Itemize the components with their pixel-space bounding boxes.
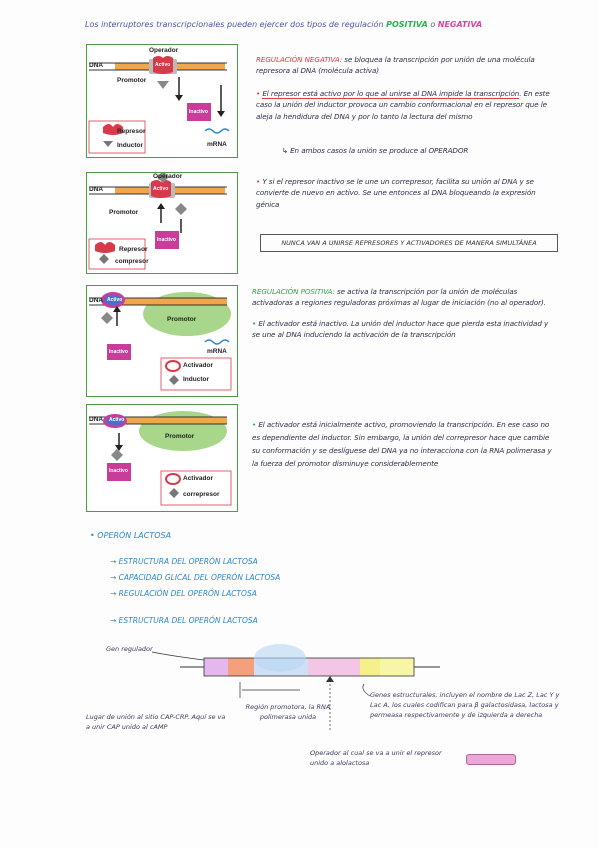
label-inactivo-2: Inactivo bbox=[157, 237, 176, 243]
label-inductor-1: Inductor bbox=[117, 142, 143, 149]
gen-regulador-label: Gen regulador bbox=[106, 645, 153, 653]
label-promotor-2: Promotor bbox=[109, 209, 139, 216]
operador-color-key bbox=[466, 754, 516, 765]
promotor-label: Región promotora, la RNA polimerasa unid… bbox=[245, 703, 331, 721]
warning-box: NUNCA VAN A UNIRSE REPRESORES Y ACTIVADO… bbox=[260, 234, 558, 252]
label-activo-4: Activo bbox=[109, 417, 125, 423]
neg-bullet-2: • Y si el represor inactivo se le une un… bbox=[256, 177, 536, 209]
neg-heading: REGULACIÓN NEGATIVA: bbox=[256, 55, 343, 64]
title-negative: NEGATIVA bbox=[437, 20, 483, 29]
label-mrna-3: mRNA bbox=[207, 348, 227, 355]
label-dna-1: DNA bbox=[89, 62, 104, 69]
label-mrna-1: mRNA bbox=[207, 141, 227, 148]
neg-text: se bloquea la transcripción por unión de… bbox=[256, 55, 535, 76]
label-inactivo-4: Inactivo bbox=[109, 468, 128, 474]
label-inductor-3: Inductor bbox=[183, 376, 209, 383]
label-activo-3: Activo bbox=[107, 297, 123, 303]
genes-label: Genes estructurales, incluyen el nombre … bbox=[370, 691, 560, 719]
diagram-panel-4: DNA Activo Promotor Inactivo Activador c… bbox=[86, 404, 238, 512]
title-conj: o bbox=[430, 20, 436, 29]
operador-label: Operador al cual se va a unir el represo… bbox=[310, 749, 442, 767]
neg-b1-b: . En este caso la unión del inductor pro… bbox=[256, 89, 550, 121]
pos-b1: El activador está inactivo. La unión del… bbox=[252, 319, 549, 340]
diagram-panel-2: Operador DNA Promotor Activo Inactivo Re… bbox=[86, 171, 238, 274]
neg-arrow-note: ↳ En ambos casos la unión se produce al … bbox=[282, 146, 469, 155]
pos-b2: El activador está inicialmente activo, p… bbox=[252, 420, 552, 468]
label-dna-3: DNA bbox=[89, 297, 104, 304]
title-positive: POSITIVA bbox=[386, 20, 428, 29]
label-activador-4: Activador bbox=[183, 475, 213, 482]
lac-title: • OPERÓN LACTOSA bbox=[90, 531, 172, 540]
lac-item-1: → ESTRUCTURA DEL OPERÓN LACTOSA bbox=[110, 557, 258, 566]
lac-item-2: → CAPACIDAD GLICAL DEL OPERÓN LACTOSA bbox=[110, 573, 281, 582]
neg-b1-a: El represor está activo por lo que al un… bbox=[262, 89, 520, 99]
label-represor-2: Represor bbox=[119, 246, 148, 253]
union-label: Lugar de unión al sitio CAP-CRP. Aquí se… bbox=[86, 713, 226, 731]
label-dna-4: DNA bbox=[89, 416, 104, 423]
label-correpresor-4: correpresor bbox=[183, 491, 220, 498]
diagram-panel-3: DNA Activo Promotor Inactivo mRNA Activa… bbox=[86, 285, 238, 397]
lac-item-1-text: ESTRUCTURA DEL OPERÓN LACTOSA bbox=[118, 557, 258, 566]
label-compresor-2: compresor bbox=[115, 258, 149, 265]
label-promotor-4: Promotor bbox=[165, 433, 195, 440]
label-operador-2: Operador bbox=[153, 173, 183, 180]
neg-intro: REGULACIÓN NEGATIVA: se bloquea la trans… bbox=[256, 54, 556, 77]
operon-diagram bbox=[151, 644, 440, 730]
pos-bullet-2: • El activador está inicialmente activo,… bbox=[252, 420, 552, 468]
neg-bullet-1: • El represor está activo por lo que al … bbox=[256, 89, 550, 121]
label-inactivo-3: Inactivo bbox=[109, 349, 128, 355]
label-promotor-1: Promotor bbox=[117, 77, 147, 84]
diagram-1-svg bbox=[88, 56, 230, 154]
lac-item-2-text: CAPACIDAD GLICAL DEL OPERÓN LACTOSA bbox=[118, 573, 281, 582]
title-prefix: Los interruptores transcripcionales pued… bbox=[85, 20, 384, 29]
label-dna-2: DNA bbox=[89, 186, 104, 193]
neg-b2: Y si el represor inactivo se le une un c… bbox=[256, 177, 536, 209]
lac-title-text: OPERÓN LACTOSA bbox=[97, 531, 172, 540]
lac-sub: → ESTRUCTURA DEL OPERÓN LACTOSA bbox=[110, 616, 258, 625]
lac-item-3-text: REGULACIÓN DEL OPERÓN LACTOSA bbox=[118, 589, 257, 598]
label-inactivo-1: Inactivo bbox=[189, 109, 208, 115]
diagram-panel-1: Operador DNA Promotor Activo Inactivo Re… bbox=[86, 44, 238, 158]
label-activo-1: Activo bbox=[155, 62, 171, 68]
pos-heading: REGULACIÓN POSITIVA: bbox=[252, 287, 335, 296]
page-title: Los interruptores transcripcionales pued… bbox=[85, 20, 565, 29]
diagram-4-svg bbox=[89, 411, 232, 506]
pos-bullet-1: • El activador está inactivo. La unión d… bbox=[252, 319, 549, 340]
diagram-3-svg bbox=[89, 292, 232, 391]
label-activador-3: Activador bbox=[183, 362, 213, 369]
label-represor-1: Represor bbox=[117, 128, 146, 135]
diagram-2-svg bbox=[88, 171, 227, 270]
label-operador-1: Operador bbox=[149, 47, 179, 54]
lac-sub-text: ESTRUCTURA DEL OPERÓN LACTOSA bbox=[118, 616, 258, 625]
neg-arrow-note-text: En ambos casos la unión se produce al OP… bbox=[290, 146, 469, 155]
label-promotor-3: Promotor bbox=[167, 316, 197, 323]
pos-text: se activa la transcripción por la unión … bbox=[252, 287, 546, 308]
label-activo-2: Activo bbox=[153, 186, 169, 192]
lac-item-3: → REGULACIÓN DEL OPERÓN LACTOSA bbox=[110, 589, 257, 598]
pos-intro: REGULACIÓN POSITIVA: se activa la transc… bbox=[252, 286, 556, 309]
